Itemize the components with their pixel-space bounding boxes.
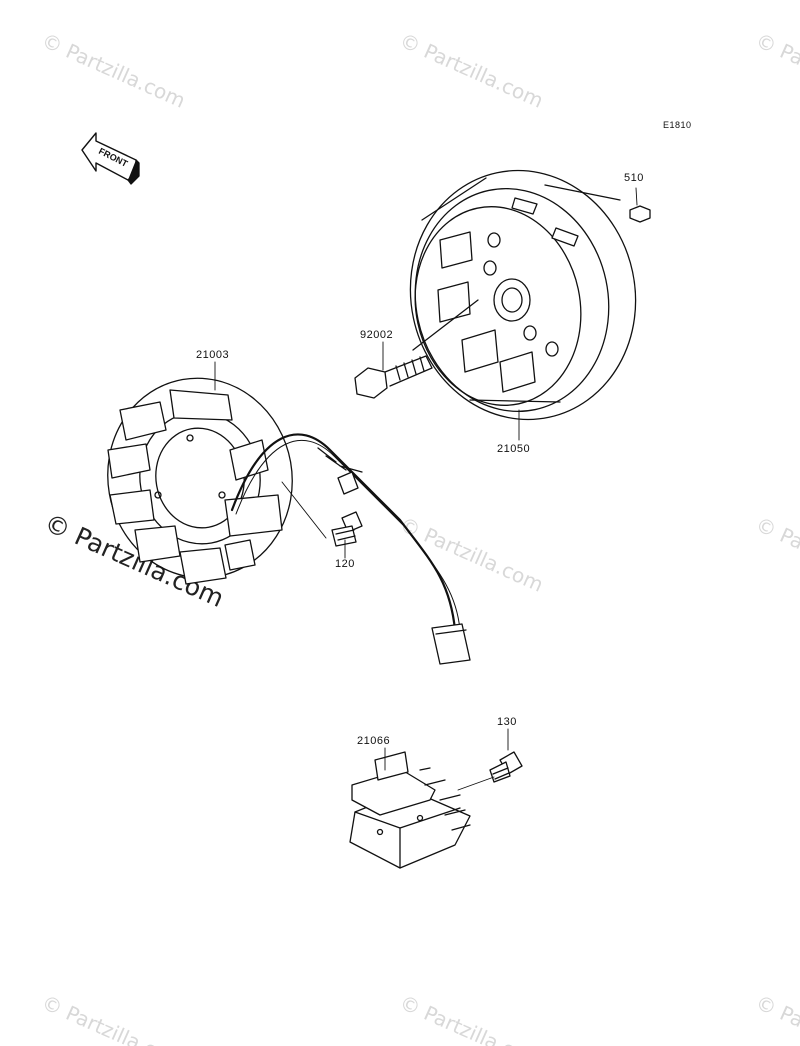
front-arrow-icon: FRONT <box>81 132 140 185</box>
part-number-label-21050[interactable]: 21050 <box>497 443 531 455</box>
part-number-label-510[interactable]: 510 <box>624 172 644 184</box>
part-number-label-21003[interactable]: 21003 <box>196 349 230 361</box>
part-number-label-130[interactable]: 130 <box>497 716 517 728</box>
part-number-label-92002[interactable]: 92002 <box>360 329 394 341</box>
flywheel-drawing <box>409 169 637 421</box>
regulator-bolt-drawing <box>489 751 523 783</box>
part-number-label-21066[interactable]: 21066 <box>357 735 391 747</box>
woodruff-key-drawing <box>629 205 651 223</box>
regulator-drawing <box>349 751 471 869</box>
stator-bolt-drawing <box>331 511 363 547</box>
flywheel-bolt-drawing <box>354 355 433 399</box>
stator-harness-drawing <box>230 433 471 665</box>
stator-drawing <box>107 377 293 585</box>
diagram-ref: E1810 <box>663 120 692 130</box>
part-number-label-120[interactable]: 120 <box>335 558 355 570</box>
leader-lines <box>214 187 638 791</box>
